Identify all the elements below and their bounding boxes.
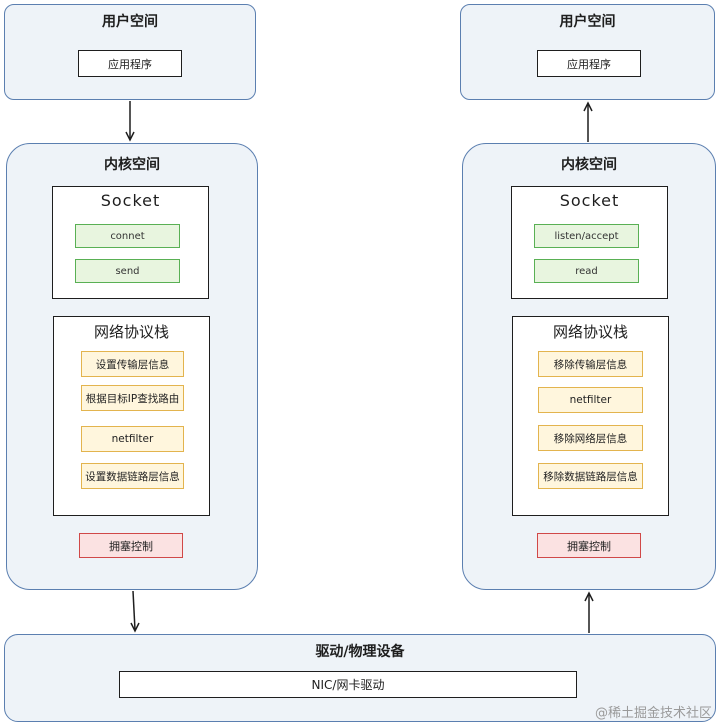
right-kernel-space: 内核空间 Socket listen/accept read 网络协议栈 移除传…: [462, 143, 716, 590]
right-socket-item: listen/accept: [534, 224, 639, 248]
driver-title: 驱动/物理设备: [315, 644, 405, 660]
right-socket-item: read: [534, 259, 639, 283]
driver-region: 驱动/物理设备 NIC/网卡驱动: [4, 634, 716, 722]
left-stack-item: 设置数据链路层信息: [81, 463, 184, 489]
left-congestion-control: 拥塞控制: [79, 533, 183, 558]
right-stack-item: 移除传输层信息: [538, 351, 643, 377]
left-stack-panel: 网络协议栈 设置传输层信息 根据目标IP查找路由 netfilter 设置数据链…: [53, 316, 210, 516]
left-socket-panel: Socket connet send: [52, 186, 209, 299]
left-socket-item: connet: [75, 224, 180, 248]
right-stack-item: 移除网络层信息: [538, 425, 643, 451]
left-stack-item: 根据目标IP查找路由: [81, 385, 184, 411]
left-kernel-title: 内核空间: [104, 157, 160, 173]
left-app-box: 应用程序: [78, 50, 182, 77]
right-stack-title: 网络协议栈: [552, 323, 628, 341]
right-congestion-control: 拥塞控制: [537, 533, 641, 558]
left-arrow-down-bottom: [132, 590, 136, 631]
right-user-space-title: 用户空间: [559, 14, 616, 30]
left-user-space: 用户空间 应用程序: [4, 4, 256, 100]
right-stack-item: netfilter: [538, 387, 643, 413]
right-kernel-title: 内核空间: [561, 157, 617, 173]
right-socket-title: Socket: [559, 191, 620, 210]
left-stack-title: 网络协议栈: [93, 323, 169, 341]
left-stack-item: 设置传输层信息: [81, 351, 184, 377]
watermark: @稀土掘金技术社区: [594, 706, 712, 721]
left-socket-item: send: [75, 259, 180, 283]
left-kernel-space: 内核空间 Socket connet send 网络协议栈 设置传输层信息 根据…: [6, 143, 258, 590]
right-user-space: 用户空间 应用程序: [460, 4, 715, 100]
right-app-box: 应用程序: [537, 50, 641, 77]
right-stack-panel: 网络协议栈 移除传输层信息 netfilter 移除网络层信息 移除数据链路层信…: [512, 316, 669, 516]
nic-driver-box: NIC/网卡驱动: [119, 671, 577, 698]
left-socket-title: Socket: [100, 191, 161, 210]
right-socket-panel: Socket listen/accept read: [511, 186, 668, 299]
left-user-space-title: 用户空间: [102, 14, 158, 30]
left-stack-item: netfilter: [81, 426, 184, 452]
right-stack-item: 移除数据链路层信息: [538, 463, 643, 489]
